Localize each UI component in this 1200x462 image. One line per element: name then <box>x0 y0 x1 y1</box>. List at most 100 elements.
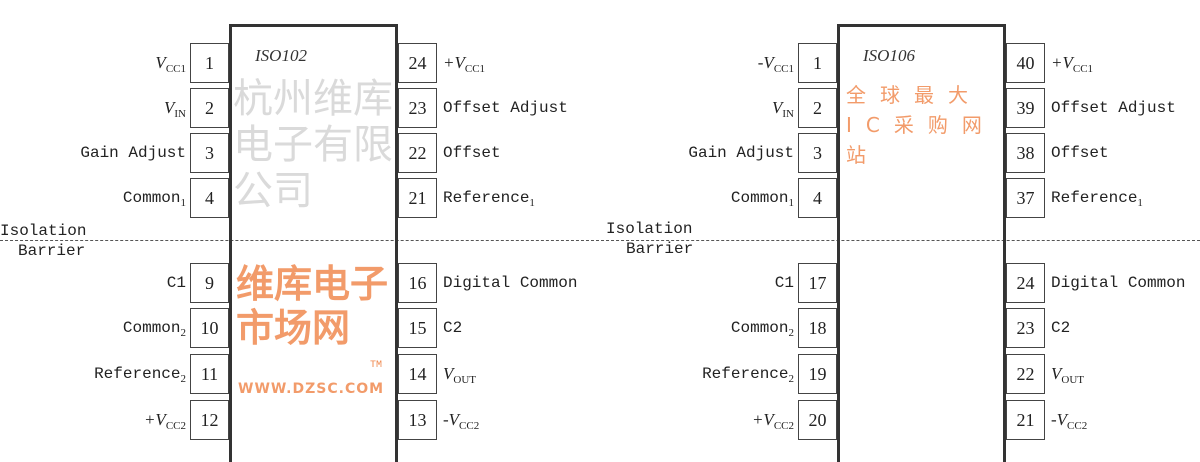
pin-label: Offset <box>443 143 501 163</box>
pin-number-box: 22 <box>1006 354 1045 394</box>
pin-number-box: 19 <box>798 354 837 394</box>
pin-label: Offset <box>1051 143 1109 163</box>
pin-label: Common2 <box>123 318 186 343</box>
barrier-label-line2: Barrier <box>18 242 86 260</box>
pin-label: Gain Adjust <box>688 143 794 163</box>
pin-number-box: 10 <box>190 308 229 348</box>
isolation-barrier-label-middle: Isolation Barrier <box>606 219 693 259</box>
pin-label-text: V <box>443 364 454 383</box>
pin-label-subscript: CC1 <box>165 63 186 76</box>
isolation-barrier-label-left: Isolation Barrier <box>0 221 86 261</box>
pin-label-text: Reference <box>702 365 789 383</box>
pin-label-text: V <box>772 98 783 117</box>
pin-label-subscript: 2 <box>180 373 187 386</box>
pin-number-box: 3 <box>190 133 229 173</box>
pin-label: C1 <box>167 273 186 293</box>
pin-label: Digital Common <box>1051 273 1185 293</box>
pin-label-text: +V <box>751 410 774 429</box>
pin-label-text: Common <box>122 319 181 337</box>
pin-number-box: 1 <box>190 43 229 83</box>
pin-label: Common2 <box>731 318 794 343</box>
pin-label: VOUT <box>1051 364 1084 390</box>
pin-label: Reference1 <box>443 188 535 213</box>
barrier-label-line2: Barrier <box>626 240 694 258</box>
pin-label: -VCC2 <box>1051 410 1087 436</box>
pin-label: +VCC1 <box>1051 53 1093 79</box>
pin-label-subscript: CC2 <box>773 420 794 433</box>
pin-label-subscript: OUT <box>1061 374 1084 387</box>
pin-label-text: C2 <box>1051 319 1071 337</box>
pin-label-subscript: 1 <box>788 197 795 210</box>
pin-label-text: Reference <box>94 365 181 383</box>
pin-label: VOUT <box>443 364 476 390</box>
pin-number-box: 24 <box>1006 263 1045 303</box>
pin-number-box: 18 <box>798 308 837 348</box>
pin-label-subscript: 2 <box>788 327 795 340</box>
pin-label: VIN <box>772 98 794 124</box>
pin-number-box: 23 <box>398 88 437 128</box>
pin-label-text: +V <box>143 410 166 429</box>
barrier-label-line1: Isolation <box>0 222 87 240</box>
pin-label-text: C1 <box>166 274 186 292</box>
pin-label: Digital Common <box>443 273 577 293</box>
pin-label-subscript: 1 <box>529 197 535 210</box>
pin-label-subscript: IN <box>174 108 186 121</box>
pin-label-subscript: 1 <box>180 197 187 210</box>
pin-label: Reference2 <box>702 364 794 389</box>
pin-number-box: 2 <box>190 88 229 128</box>
pin-label-subscript: CC1 <box>1072 63 1094 76</box>
pin-label-text: Common <box>730 189 789 207</box>
pin-label-text: +V <box>443 53 465 72</box>
pin-number-box: 13 <box>398 400 437 440</box>
pin-number-box: 15 <box>398 308 437 348</box>
pin-label-text: Offset <box>1051 144 1109 162</box>
pin-label-subscript: CC1 <box>464 63 486 76</box>
pin-label-text: -V <box>1051 410 1068 429</box>
pin-number-box: 38 <box>1006 133 1045 173</box>
pin-label: +VCC1 <box>443 53 485 79</box>
pin-number-box: 24 <box>398 43 437 83</box>
pin-label-text: Common <box>122 189 181 207</box>
pin-label-text: Offset Adjust <box>1051 99 1176 117</box>
pin-label-text: +V <box>1051 53 1073 72</box>
pin-label-text: Reference <box>1051 189 1138 207</box>
pin-number-box: 16 <box>398 263 437 303</box>
pin-label: -VCC1 <box>758 53 794 79</box>
pin-label: Gain Adjust <box>80 143 186 163</box>
pin-label-subscript: IN <box>782 108 794 121</box>
pin-label-subscript: 2 <box>788 373 795 386</box>
pin-number-box: 23 <box>1006 308 1045 348</box>
pin-label-subscript: 2 <box>180 327 187 340</box>
pin-label: C1 <box>775 273 794 293</box>
pin-number-box: 39 <box>1006 88 1045 128</box>
pin-label-subscript: OUT <box>453 374 476 387</box>
pin-label-text: C2 <box>443 319 463 337</box>
pin-number-box: 9 <box>190 263 229 303</box>
pin-number-box: 21 <box>1006 400 1045 440</box>
pin-number-box: 3 <box>798 133 837 173</box>
pin-number-box: 40 <box>1006 43 1045 83</box>
pin-label-text: V <box>1051 364 1062 383</box>
pin-label-subscript: CC2 <box>165 420 186 433</box>
barrier-label-line1: Isolation <box>606 220 693 238</box>
pin-number-box: 20 <box>798 400 837 440</box>
pin-label: Common1 <box>731 188 794 213</box>
pin-label-text: V <box>155 53 166 72</box>
pin-label-text: C1 <box>774 274 794 292</box>
pin-label: -VCC2 <box>443 410 479 436</box>
pin-number-box: 4 <box>190 178 229 218</box>
pin-number-box: 12 <box>190 400 229 440</box>
pin-label-subscript: CC1 <box>773 63 794 76</box>
pin-label-text: -V <box>757 53 774 72</box>
pin-label: C2 <box>1051 318 1070 338</box>
pin-label: +VCC2 <box>752 410 794 436</box>
pin-label: VCC1 <box>155 53 186 79</box>
pin-label-text: Offset Adjust <box>443 99 568 117</box>
pin-number-box: 21 <box>398 178 437 218</box>
pin-label: C2 <box>443 318 462 338</box>
pin-number-box: 2 <box>798 88 837 128</box>
pin-number-box: 11 <box>190 354 229 394</box>
pin-label: Offset Adjust <box>443 98 568 118</box>
pin-label-text: Digital Common <box>1051 274 1186 292</box>
